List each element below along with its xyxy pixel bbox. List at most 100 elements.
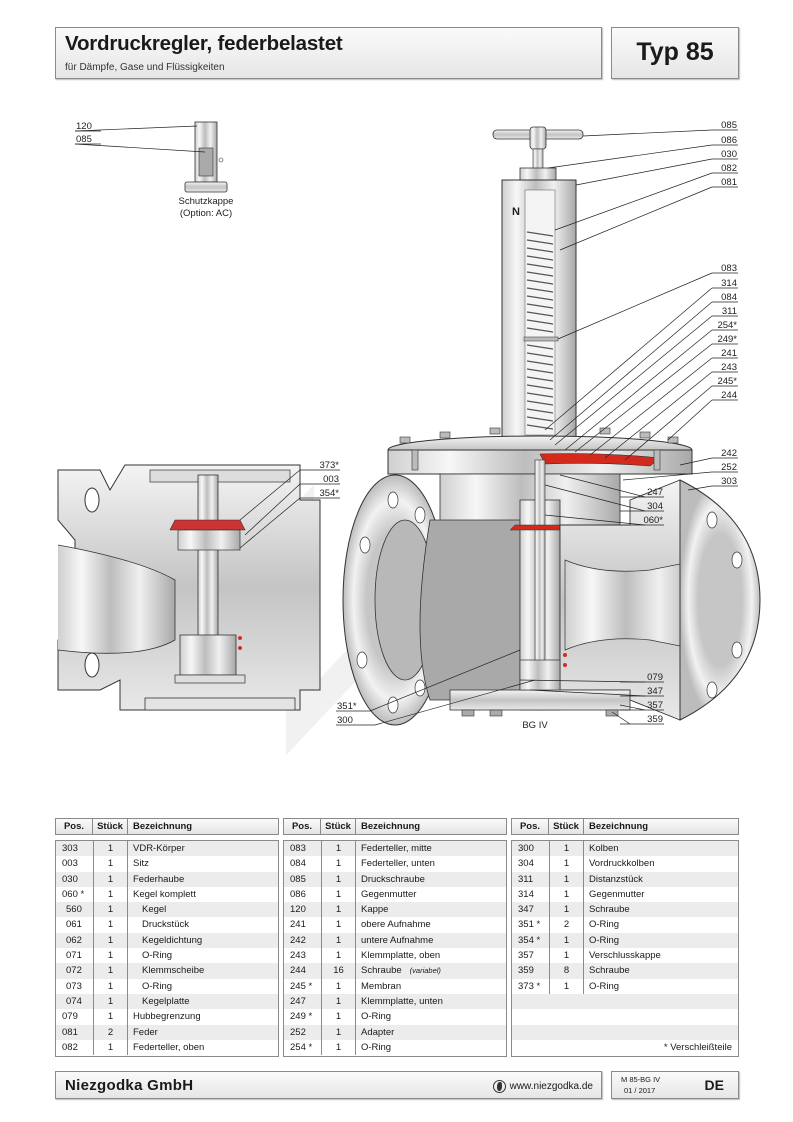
cell-pos: 120 [290, 904, 306, 916]
cell-qty: 1 [549, 871, 584, 887]
cell-qty: 1 [321, 1009, 356, 1025]
desc-text: O-Ring [589, 980, 620, 992]
desc-text: Klemmscheibe [142, 965, 205, 977]
cell-qty: 2 [93, 1024, 128, 1040]
cell-qty: 1 [549, 902, 584, 918]
cell-qty: 1 [321, 917, 356, 933]
cell-qty: 1 [321, 1024, 356, 1040]
wear-parts-footnote: * Verschleißteile [663, 1042, 732, 1053]
callout-241: 241 [721, 348, 737, 359]
desc-text: Kegel komplett [133, 888, 196, 900]
callout-085-main: 085 [721, 120, 737, 131]
callout-labels: 085 086 030 082 081 083 314 084 311 254*… [319, 120, 737, 726]
callout-300: 300 [337, 715, 353, 726]
header-pos: Pos. [56, 819, 93, 834]
cell-desc: Vordruckkolben [584, 856, 738, 871]
desc-text: Vordruckkolben [589, 858, 655, 870]
callout-060: 060* [643, 515, 663, 526]
desc-text: Gegenmutter [361, 888, 417, 900]
cell-pos: 347 [518, 904, 534, 916]
desc-text: untere Aufnahme [361, 934, 434, 946]
type-label: Typ 85 [636, 38, 714, 66]
cell-pos: 354 * [518, 934, 541, 946]
doc-number: M 85-BG IV [621, 1075, 661, 1084]
cell-pos: 071 [66, 950, 82, 962]
cell-qty: 1 [93, 902, 128, 918]
desc-note: (variabel) [409, 966, 441, 976]
cell-desc: untere Aufnahme [356, 933, 506, 948]
desc-text: Hubbegrenzung [133, 1011, 201, 1023]
cell-pos: 351 * [518, 919, 541, 931]
cell-pos: 003 [62, 858, 78, 870]
desc-text: O-Ring [142, 980, 173, 992]
callout-303: 303 [721, 476, 737, 487]
callout-244: 244 [721, 390, 737, 401]
empty-row [512, 1009, 738, 1024]
cell-pos: 074 [66, 995, 82, 1007]
cell-pos: 373 * [518, 980, 541, 992]
callout-304: 304 [647, 501, 663, 512]
desc-text: Sitz [133, 858, 149, 870]
desc-text: Schraube [361, 965, 402, 977]
cell-qty: 16 [321, 963, 356, 979]
callout-079: 079 [647, 672, 663, 683]
cell-pos: 242 [290, 934, 306, 946]
table-row: 242 1 untere Aufnahme [284, 932, 506, 949]
cell-pos: 252 [290, 1026, 306, 1038]
cell-qty: 1 [93, 841, 128, 857]
desc-text: O-Ring [589, 919, 620, 931]
desc-text: Kappe [361, 904, 389, 916]
cell-desc: O-Ring [128, 948, 278, 963]
cell-pos: 084 [290, 858, 306, 870]
website-link[interactable]: www.niezgodka.de [492, 1080, 593, 1093]
callout-081: 081 [721, 177, 737, 188]
cell-pos: 081 [62, 1026, 78, 1038]
cell-desc: Schraube [584, 902, 738, 917]
cell-pos: 085 [290, 873, 306, 885]
desc-text: O-Ring [589, 934, 620, 946]
cell-qty: 1 [93, 886, 128, 903]
footer-doc-box: M 85-BG IV 01 / 2017 DE [611, 1071, 739, 1099]
cell-desc: Gegenmutter [584, 887, 738, 902]
cell-pos: 073 [66, 980, 82, 992]
callout-359: 359 [647, 714, 663, 725]
desc-text: Kegel [142, 904, 167, 916]
header-desc: Bezeichnung [361, 821, 421, 832]
cell-qty: 1 [321, 993, 356, 1010]
website-url[interactable]: www.niezgodka.de [509, 1081, 593, 1092]
desc-text: Federteller, oben [133, 1041, 205, 1053]
cell-qty: 1 [321, 1039, 356, 1056]
callout-242: 242 [721, 448, 737, 459]
cell-desc: O-Ring [356, 1040, 506, 1055]
cell-qty: 1 [321, 886, 356, 903]
desc-text: Membran [361, 980, 402, 992]
cell-qty: 1 [549, 841, 584, 857]
cell-pos: 086 [290, 888, 306, 900]
company-name: Niezgodka GmbH [65, 1077, 194, 1094]
cell-pos: 083 [290, 843, 306, 854]
cell-desc: Druckstück [128, 917, 278, 932]
callout-085: 085 [76, 134, 92, 145]
protective-cap-detail: 120 085 Schutzkappe (Option: AC) [74, 121, 233, 219]
cell-qty: 1 [549, 948, 584, 964]
cell-qty: 1 [321, 932, 356, 949]
cell-pos: 061 [66, 919, 82, 931]
callout-347: 347 [647, 686, 663, 697]
cell-desc: Klemmscheibe [128, 963, 278, 978]
doc-info: M 85-BG IV 01 / 2017 [621, 1074, 660, 1096]
callout-082: 082 [721, 163, 737, 174]
callout-314: 314 [721, 278, 737, 289]
